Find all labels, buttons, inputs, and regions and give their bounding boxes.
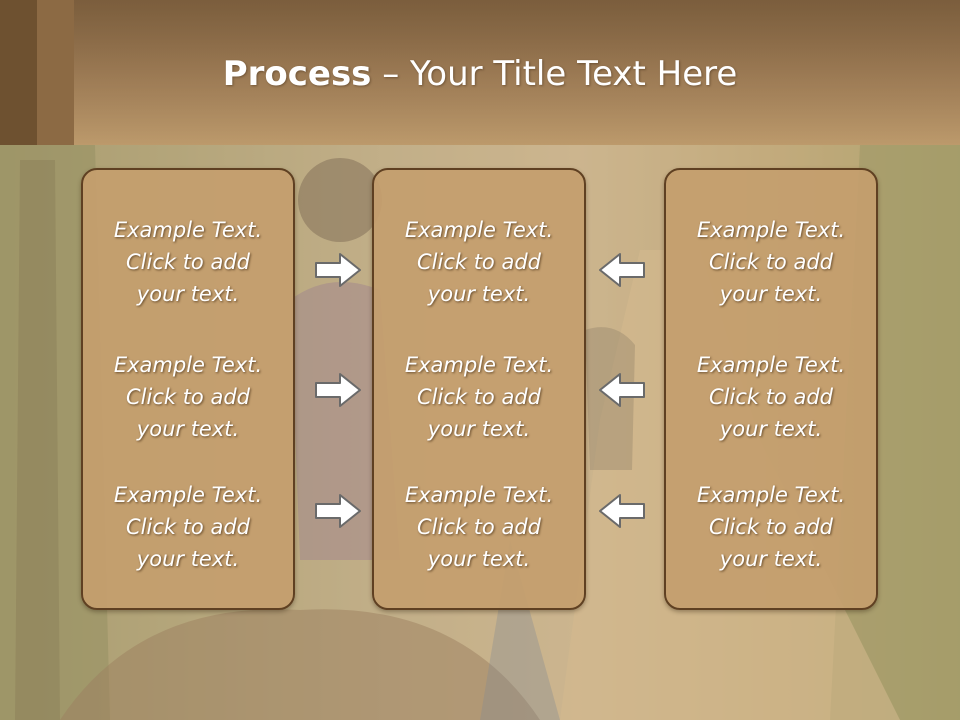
arrow-left-icon [599,253,645,287]
header-accent-strip [0,0,37,145]
text-line: your text. [427,282,531,306]
text-line: your text. [427,417,531,441]
arrow-right-icon [315,494,361,528]
text-line: Example Text. [113,483,263,507]
text-block[interactable]: Example Text. Click to add your text. [83,214,293,310]
text-line: Click to add [416,385,541,409]
title-bold: Process [222,54,372,94]
text-block[interactable]: Example Text. Click to add your text. [374,349,584,445]
text-line: Click to add [708,250,833,274]
text-block[interactable]: Example Text. Click to add your text. [374,479,584,575]
text-block[interactable]: Example Text. Click to add your text. [83,349,293,445]
arrow-left-icon [599,373,645,407]
text-block[interactable]: Example Text. Click to add your text. [83,479,293,575]
arrow-right-icon [315,373,361,407]
text-line: your text. [719,547,823,571]
text-line: Example Text. [404,218,554,242]
text-line: Example Text. [696,353,846,377]
text-line: Example Text. [696,218,846,242]
text-line: Example Text. [113,353,263,377]
header-accent-strip [37,0,74,145]
text-line: Click to add [708,515,833,539]
text-block[interactable]: Example Text. Click to add your text. [666,349,876,445]
text-line: Example Text. [404,353,554,377]
header-band: Process – Your Title Text Here [0,0,960,145]
text-line: Example Text. [404,483,554,507]
arrow-left-icon [599,494,645,528]
process-box-left[interactable]: Example Text. Click to add your text. Ex… [81,168,295,610]
text-line: Click to add [125,515,250,539]
text-block[interactable]: Example Text. Click to add your text. [374,214,584,310]
process-box-center[interactable]: Example Text. Click to add your text. Ex… [372,168,586,610]
text-line: your text. [136,282,240,306]
header-gradient [74,0,960,145]
text-line: your text. [136,547,240,571]
title-rest: – Your Title Text Here [371,54,738,94]
arrow-right-icon [315,253,361,287]
text-line: Click to add [416,515,541,539]
text-line: Example Text. [696,483,846,507]
text-block[interactable]: Example Text. Click to add your text. [666,214,876,310]
text-line: your text. [719,282,823,306]
text-block[interactable]: Example Text. Click to add your text. [666,479,876,575]
text-line: Example Text. [113,218,263,242]
text-line: Click to add [708,385,833,409]
text-line: your text. [719,417,823,441]
text-line: your text. [136,417,240,441]
slide-title[interactable]: Process – Your Title Text Here [74,44,886,104]
text-line: Click to add [125,250,250,274]
process-box-right[interactable]: Example Text. Click to add your text. Ex… [664,168,878,610]
text-line: your text. [427,547,531,571]
text-line: Click to add [125,385,250,409]
text-line: Click to add [416,250,541,274]
